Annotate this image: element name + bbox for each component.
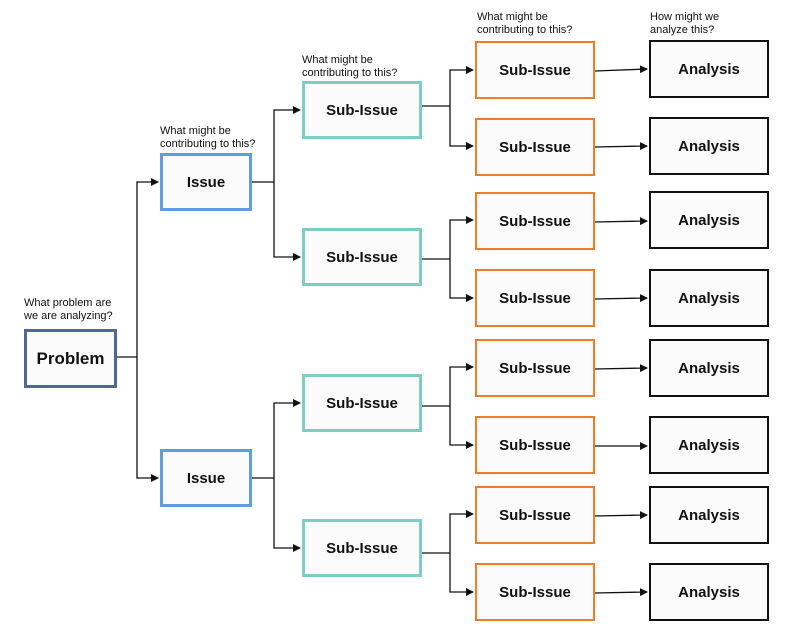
connector-subissue-subsub xyxy=(449,553,474,596)
analysis-node: Analysis xyxy=(649,117,769,175)
connector-subissue-subsub xyxy=(422,216,474,260)
subissue-node: Sub-Issue xyxy=(302,519,422,577)
subissue-label-line: contributing to this? xyxy=(302,67,398,79)
connector-subissue-subsub xyxy=(449,259,474,302)
analysis-node: Analysis xyxy=(649,191,769,249)
analysis-node: Analysis xyxy=(649,40,769,98)
analysis-label-line: How might we xyxy=(650,11,720,23)
issue-node: Issue xyxy=(160,153,252,211)
subsub-node: Sub-Issue xyxy=(475,192,595,250)
analysis-node: Analysis xyxy=(649,339,769,397)
subsub-node: Sub-Issue xyxy=(475,118,595,176)
subsub-node: Sub-Issue xyxy=(475,486,595,544)
connector-subissue-subsub xyxy=(422,510,474,554)
subsub-node: Sub-Issue xyxy=(475,339,595,397)
subissue-node: Sub-Issue xyxy=(302,374,422,432)
issue-label-line: contributing to this? xyxy=(160,138,256,150)
connector-issue-subissue xyxy=(252,399,301,479)
connector-subsub-analysis xyxy=(594,364,648,373)
subsub-label-line: What might be xyxy=(477,11,548,23)
connector-problem-issue xyxy=(117,178,159,358)
analysis-node: Analysis xyxy=(649,486,769,544)
analysis-label-line: analyze this? xyxy=(650,24,715,36)
subsub-label-line: contributing to this? xyxy=(477,24,573,36)
subissue-node: Sub-Issue xyxy=(302,81,422,139)
problem-label-line: we are analyzing? xyxy=(24,310,113,322)
analysis-node: Analysis xyxy=(649,416,769,474)
connector-problem-issue xyxy=(136,357,159,482)
subissue-label-line: What might be xyxy=(302,54,373,66)
analysis-column-label: How might we analyze this? xyxy=(650,11,719,37)
problem-node: Problem xyxy=(24,329,117,388)
analysis-node: Analysis xyxy=(649,563,769,621)
problem-column-label: What problem are we are analyzing? xyxy=(24,297,113,323)
issue-label-line: What might be xyxy=(160,125,231,137)
connector-subsub-analysis xyxy=(594,217,648,226)
connector-subissue-subsub xyxy=(449,406,474,449)
issue-node: Issue xyxy=(160,449,252,507)
connector-subissue-subsub xyxy=(422,66,474,107)
problem-label-line: What problem are xyxy=(24,297,112,309)
subsub-node: Sub-Issue xyxy=(475,269,595,327)
connector-subsub-analysis xyxy=(594,511,648,520)
subsub-node: Sub-Issue xyxy=(475,416,595,474)
connector-issue-subissue xyxy=(273,182,301,261)
subissue-node: Sub-Issue xyxy=(302,228,422,286)
connector-subsub-analysis xyxy=(594,65,648,74)
issue-column-label: What might be contributing to this? xyxy=(160,125,255,151)
subsub-column-label: What might be contributing to this? xyxy=(477,11,572,37)
connector-issue-subissue xyxy=(273,478,301,552)
connector-subsub-analysis xyxy=(594,588,648,597)
connector-subsub-analysis xyxy=(594,294,648,303)
subissue-column-label: What might be contributing to this? xyxy=(302,54,397,80)
subsub-node: Sub-Issue xyxy=(475,563,595,621)
connector-issue-subissue xyxy=(252,106,301,183)
subsub-node: Sub-Issue xyxy=(475,41,595,99)
connector-subissue-subsub xyxy=(422,363,474,407)
connector-subsub-analysis xyxy=(594,142,648,151)
analysis-node: Analysis xyxy=(649,269,769,327)
connector-subissue-subsub xyxy=(449,106,474,150)
